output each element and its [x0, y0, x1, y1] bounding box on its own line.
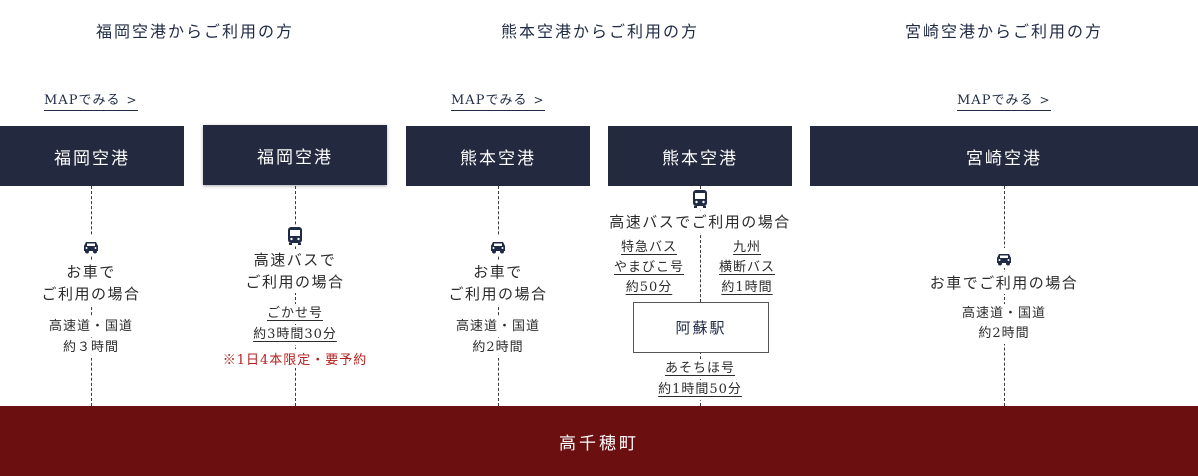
map-link-miyazaki[interactable]: MAPでみる > — [957, 89, 1051, 111]
car-icon — [488, 236, 508, 256]
airport-fukuoka-bus: 福岡空港 — [203, 125, 387, 185]
mode-line2: ご利用の場合 — [235, 271, 355, 293]
mode-line1: 高速バスで — [235, 249, 355, 271]
aso-station-box: 阿蘇駅 — [633, 302, 769, 353]
mode-line1: お車で — [438, 261, 558, 283]
mode-label: お車でご利用の場合 — [914, 272, 1094, 294]
airport-label: 宮崎空港 — [966, 148, 1042, 169]
car-icon — [81, 236, 101, 256]
airport-fukuoka-car: 福岡空港 — [0, 126, 184, 186]
map-link-kumamoto[interactable]: MAPでみる > — [451, 89, 545, 111]
bus-mode-label: 高速バスでご利用の場合 — [595, 211, 805, 233]
left-bus-time: 約50分 — [617, 278, 681, 298]
airport-label: 熊本空港 — [662, 148, 738, 169]
route-line — [700, 186, 701, 302]
road-label: 高速道・国道 — [438, 317, 558, 337]
bus-icon — [285, 226, 305, 246]
travel-time: 約2時間 — [959, 324, 1049, 344]
reservation-note: ※1日4本限定・要予約 — [205, 349, 385, 368]
chevron-right-icon: > — [126, 93, 138, 107]
airport-kumamoto-car: 熊本空港 — [406, 126, 590, 186]
destination-label: 高千穂町 — [559, 433, 639, 454]
region-title-miyazaki: 宮崎空港からご利用の方 — [904, 22, 1103, 41]
after-bus-time: 約1時間50分 — [645, 380, 755, 400]
mode-line1: お車で — [31, 261, 151, 283]
road-label: 高速道・国道 — [944, 304, 1064, 324]
right-bus-line1: 九州 — [720, 238, 774, 258]
map-link-label: MAPでみる — [451, 93, 528, 108]
mode-line2: ご利用の場合 — [438, 283, 558, 305]
airport-miyazaki-car: 宮崎空港 — [810, 126, 1198, 186]
left-bus-line1: 特急バス — [612, 238, 686, 258]
map-link-label: MAPでみる — [44, 93, 121, 108]
airport-label: 熊本空港 — [460, 148, 536, 169]
bus-name: ごかせ号 — [250, 304, 340, 324]
airport-label: 福岡空港 — [54, 148, 130, 169]
airport-label: 福岡空港 — [257, 147, 333, 168]
left-bus-line2: やまびこ号 — [607, 258, 691, 278]
bus-icon — [690, 189, 710, 209]
region-title-kumamoto: 熊本空港からご利用の方 — [500, 22, 699, 41]
right-bus-line2: 横断バス — [710, 258, 784, 278]
map-link-fukuoka[interactable]: MAPでみる > — [44, 89, 138, 111]
mode-line2: ご利用の場合 — [31, 283, 151, 305]
region-title-fukuoka: 福岡空港からご利用の方 — [95, 22, 294, 41]
right-bus-time: 約1時間 — [712, 278, 782, 298]
route-line — [1004, 186, 1005, 406]
station-label: 阿蘇駅 — [675, 319, 727, 337]
road-label: 高速道・国道 — [31, 317, 151, 337]
chevron-right-icon: > — [533, 93, 545, 107]
map-link-label: MAPでみる — [957, 93, 1034, 108]
travel-time: 約2時間 — [453, 338, 543, 358]
airport-kumamoto-bus: 熊本空港 — [608, 126, 792, 186]
destination-bar: 高千穂町 — [0, 406, 1198, 476]
travel-time: 約３時間 — [41, 338, 141, 358]
route-line — [295, 186, 296, 406]
car-icon — [994, 248, 1014, 268]
after-bus-name: あそちほ号 — [655, 359, 745, 379]
travel-time: 約3時間30分 — [240, 325, 350, 345]
chevron-right-icon: > — [1039, 93, 1051, 107]
